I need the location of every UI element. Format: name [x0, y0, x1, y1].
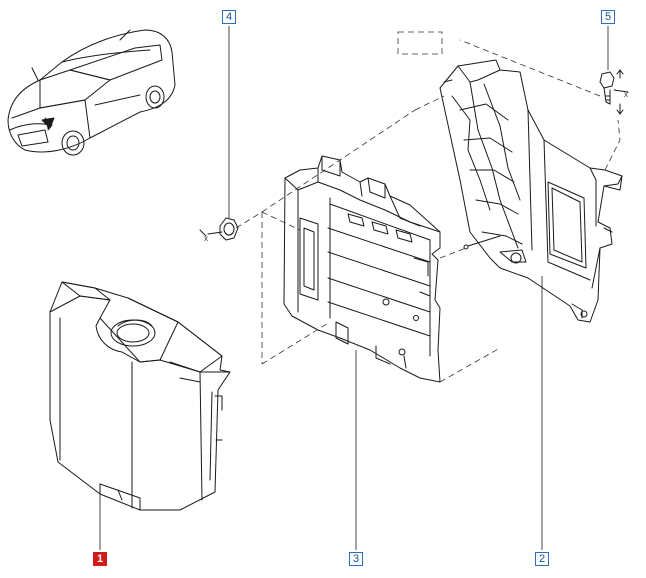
- bolt-axis-x-label: x: [624, 90, 628, 99]
- nut-axis-x-label: x: [204, 234, 208, 243]
- bolt-part: [599, 69, 629, 115]
- bracket-part: [439, 59, 623, 323]
- assembly-guide-lines: [235, 31, 621, 383]
- callout-part-3[interactable]: 3: [349, 552, 363, 566]
- callout-part-4[interactable]: 4: [222, 10, 236, 24]
- ecu-module-part: [283, 155, 441, 383]
- ecu-cover-part: [49, 281, 231, 511]
- callout-leaders: [99, 26, 609, 550]
- nut-part: [199, 217, 239, 241]
- vehicle-thumbnail: [7, 29, 176, 156]
- callout-part-2[interactable]: 2: [535, 552, 549, 566]
- callout-part-5[interactable]: 5: [601, 10, 615, 24]
- callout-part-1[interactable]: 1: [93, 552, 107, 566]
